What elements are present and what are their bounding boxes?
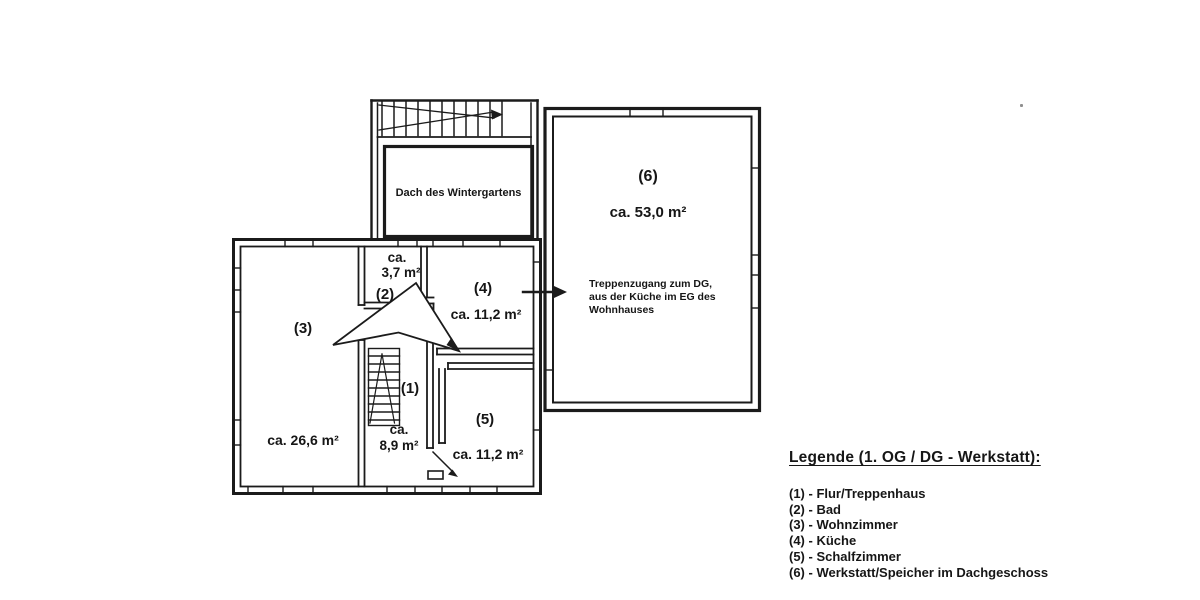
stair-access-note-line3: Wohnhauses bbox=[589, 304, 654, 316]
legend: Legende (1. OG / DG - Werkstatt): (1) - … bbox=[789, 449, 1048, 580]
legend-item-4: (4) - Küche bbox=[789, 533, 857, 549]
legend-item-3: (3) - Wohnzimmer bbox=[789, 517, 898, 533]
room6-area: ca. 53,0 m² bbox=[610, 204, 687, 221]
room2-area-value: 3,7 m² bbox=[381, 265, 421, 280]
legend-item-5: (5) - Schalfzimmer bbox=[789, 548, 901, 564]
room1-area-value: 8,9 m² bbox=[379, 438, 419, 453]
room3-number: (3) bbox=[294, 320, 312, 337]
legend-item-2: (2) - Bad bbox=[789, 501, 841, 517]
door-swing-room5 bbox=[431, 450, 458, 477]
main-building-outer-walls bbox=[232, 238, 542, 495]
room2-number: (2) bbox=[376, 286, 394, 303]
room1-number: (1) bbox=[401, 380, 419, 397]
workshop-window-ticks bbox=[544, 107, 761, 371]
room5-area: ca. 11,2 m² bbox=[453, 446, 524, 462]
room4-area: ca. 11,2 m² bbox=[451, 306, 522, 322]
attic-stair-direction-arrowhead bbox=[491, 109, 503, 120]
window-ticks-left bbox=[232, 267, 242, 446]
legend-item-1: (1) - Flur/Treppenhaus bbox=[789, 486, 926, 501]
stair-access-note-line2: aus der Küche im EG des bbox=[589, 291, 716, 303]
room3-area: ca. 26,6 m² bbox=[267, 432, 339, 448]
window-ticks-right bbox=[532, 261, 542, 431]
room2-area-prefix: ca. bbox=[388, 250, 407, 265]
legend-title: Legende (1. OG / DG - Werkstatt): bbox=[789, 449, 1041, 466]
window-ticks-bottom bbox=[247, 485, 498, 495]
scan-noise-speck bbox=[1020, 104, 1023, 107]
room6-number: (6) bbox=[638, 168, 658, 185]
room1-area-prefix: ca. bbox=[390, 422, 409, 437]
wintergarten-roof-box bbox=[382, 144, 535, 239]
stair-access-arrow bbox=[521, 286, 567, 298]
window-ticks-top bbox=[284, 238, 501, 248]
legend-item-6: (6) - Werkstatt/Speicher im Dachgeschoss bbox=[789, 564, 1049, 580]
hall-direction-arrow bbox=[332, 281, 462, 353]
attic-stair-hatching bbox=[378, 101, 503, 137]
room4-number: (4) bbox=[474, 280, 492, 297]
hall-direction-arrow-tip bbox=[446, 337, 460, 352]
wintergarten-roof-label: Dach des Wintergartens bbox=[396, 187, 522, 199]
workshop-building-walls bbox=[543, 106, 762, 413]
stair-access-note-line1: Treppenzugang zum DG, bbox=[589, 278, 712, 290]
room5-number: (5) bbox=[476, 411, 494, 428]
stairs bbox=[367, 347, 401, 427]
